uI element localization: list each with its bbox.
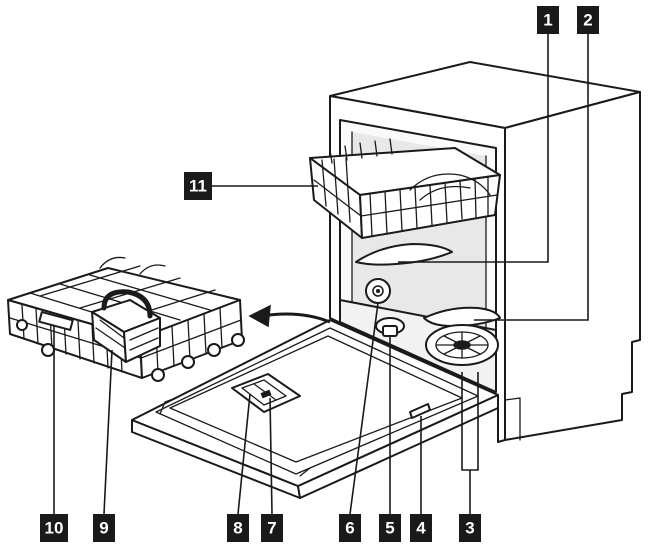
callout-label: 9 [99, 519, 108, 538]
lower-spray-arm [423, 306, 501, 327]
callout-4: 4 [410, 514, 432, 542]
rating-plate [409, 403, 431, 419]
callout-label: 7 [267, 519, 276, 538]
callout-label: 5 [385, 519, 394, 538]
filter-assembly [425, 324, 499, 366]
callout-label: 3 [465, 519, 474, 538]
callout-label: 2 [583, 11, 592, 30]
callout-2: 2 [577, 6, 599, 34]
callout-3: 3 [459, 514, 481, 542]
callout-5: 5 [379, 514, 401, 542]
cutlery-basket [91, 289, 161, 363]
lower-basket [7, 256, 245, 382]
plate-rack [38, 311, 74, 331]
callout-1: 1 [537, 6, 559, 34]
callout-label: 4 [416, 519, 426, 538]
callout-7: 7 [261, 514, 283, 542]
callout-label: 6 [345, 519, 354, 538]
callout-11: 11 [184, 172, 212, 200]
callout-label: 8 [233, 519, 242, 538]
salt-container-cap [375, 317, 405, 337]
dishwasher-door [131, 319, 499, 499]
detergent-dispenser [231, 373, 301, 413]
callout-9: 9 [93, 514, 115, 542]
basket-adjuster-knob [365, 278, 391, 304]
callout-label: 11 [189, 177, 207, 196]
upper-basket [309, 138, 501, 239]
callout-6: 6 [339, 514, 361, 542]
upper-spray-arm [355, 243, 453, 266]
removal-arrow [248, 304, 331, 328]
callout-label: 10 [45, 519, 64, 538]
callout-label: 1 [543, 11, 552, 30]
leader-lines [53, 34, 589, 515]
callout-8: 8 [227, 514, 249, 542]
callout-10: 10 [40, 514, 68, 542]
